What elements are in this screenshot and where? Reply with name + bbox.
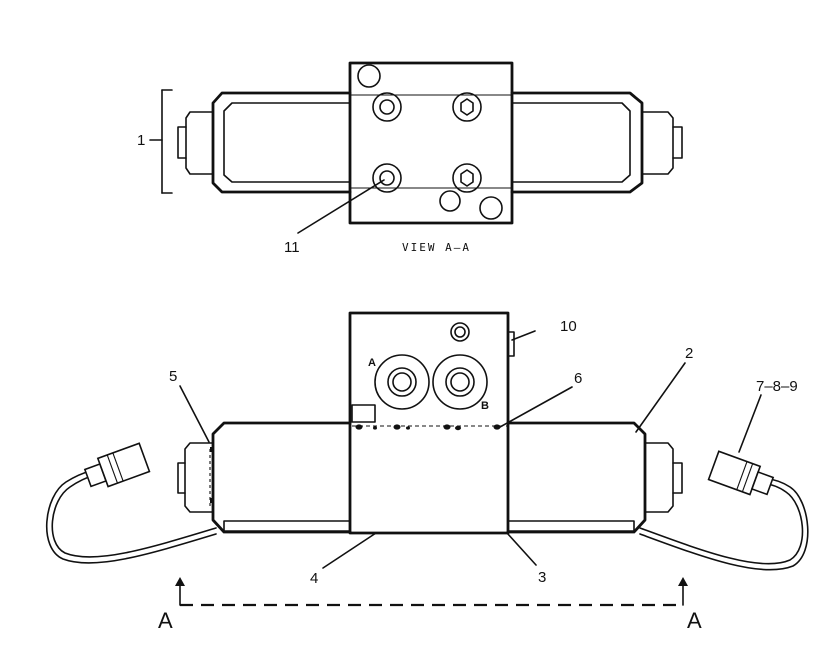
port-b-label: B [481,400,489,412]
top-left-solenoid [177,91,352,194]
port-a-label: A [368,357,376,369]
callout-1: 1 [137,132,145,149]
mounting-bolt-bottom-left [372,163,402,193]
callout-3: 3 [538,569,546,586]
callout-4: 4 [310,570,318,587]
port-b [432,354,488,410]
callout-2: 2 [685,345,693,362]
right-connector [639,450,809,571]
leaders [179,330,762,569]
mounting-bolt-top-right [452,92,482,122]
top-view: 1 11 VIEW A–A [137,61,683,256]
callout-11: 11 [284,239,300,256]
section-mark-left: A [158,608,173,633]
port-a [374,354,430,410]
callout-10: 10 [560,318,577,335]
callout-789: 7–8–9 [756,378,798,395]
mounting-bolt-top-left [372,92,402,122]
left-connector [45,442,217,564]
section-mark-right: A [687,608,702,633]
top-valve-body [348,61,514,225]
top-right-solenoid [510,91,683,194]
front-valve-body: A B [348,311,515,535]
view-title: VIEW A–A [402,241,471,254]
mounting-bolt-bottom-right [452,163,482,193]
bracket-1 [149,89,173,194]
front-view: A B [45,311,809,633]
section-line [175,577,688,607]
callout-5: 5 [169,368,177,385]
front-right-solenoid [506,421,683,534]
leader-11 [297,179,385,234]
callout-6: 6 [574,370,582,387]
front-left-solenoid [177,421,352,534]
